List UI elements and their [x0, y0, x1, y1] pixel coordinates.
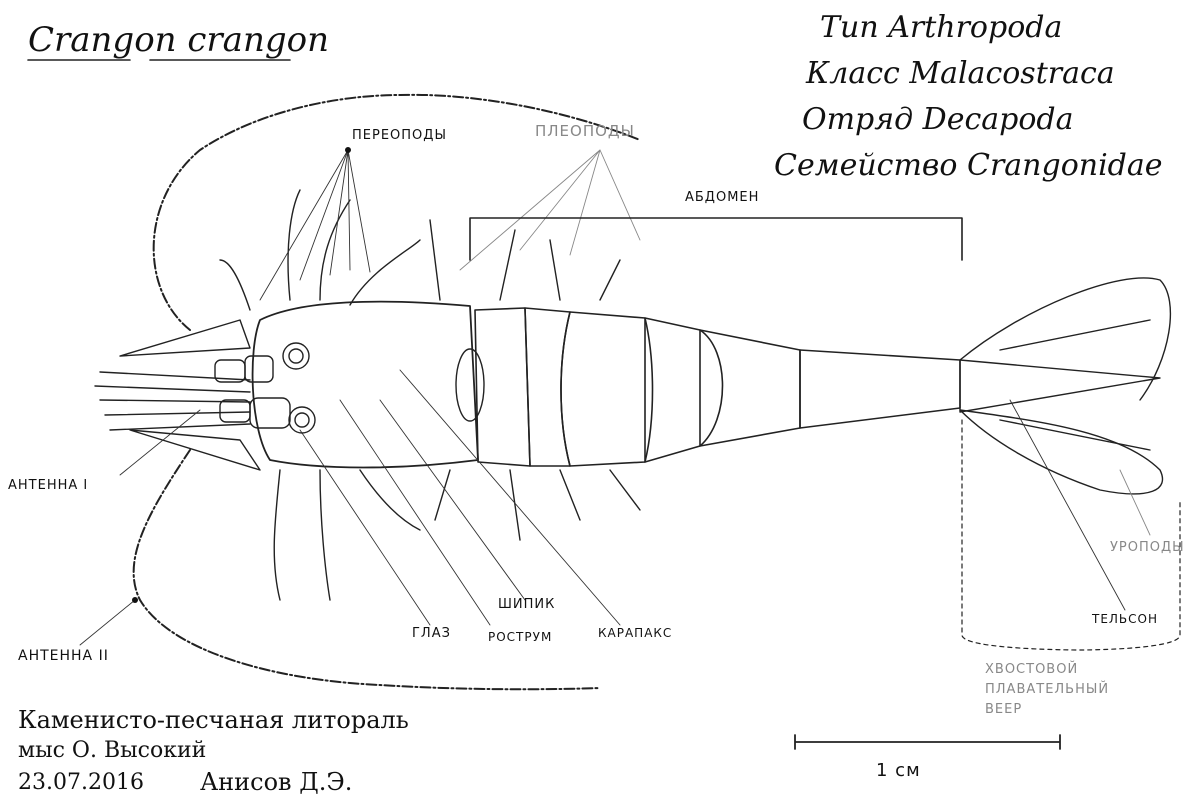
- abdomen-segment-3: [560, 311, 654, 467]
- label-uropods: УРОПОДЫ: [1110, 540, 1185, 555]
- pereopod-upper-4: [349, 239, 421, 306]
- peduncle-lower-2: [249, 397, 291, 429]
- pereopod-lower-1: [273, 469, 281, 601]
- antenna-ii-leader-dot: [132, 597, 138, 603]
- eye-lower: [288, 406, 316, 434]
- abdomen-bracket: [469, 217, 963, 261]
- rostrum-leader: [339, 399, 491, 626]
- label-abdomen: АБДОМЕН: [685, 190, 760, 205]
- taxonomy-row-class: Класс Malacostraca: [806, 56, 1115, 91]
- taxonomy-rank: Тип: [820, 10, 879, 45]
- label-eye: ГЛАЗ: [412, 626, 451, 641]
- pereopod-lower-3: [359, 469, 421, 531]
- abdomen-segment-2: [524, 307, 571, 467]
- uropod-upper: [959, 277, 1172, 401]
- pleopod-upper-4: [599, 259, 621, 301]
- label-spine: ШИПИК: [498, 597, 556, 612]
- carapace: [251, 300, 479, 469]
- label-carapace: КАРАПАКС: [598, 626, 673, 640]
- antenna-ii-upper: [152, 93, 641, 331]
- pereopod-upper-3: [319, 199, 351, 301]
- uropod-lower: [959, 409, 1164, 495]
- antenna-ii-leader: [79, 599, 136, 646]
- label-tailfan-2: ПЛАВАТЕЛЬНЫЙ: [985, 682, 1110, 697]
- abdomen-segment-4: [644, 317, 724, 463]
- label-telson: ТЕЛЬСОН: [1092, 612, 1159, 626]
- taxonomy-row-phylum: Тип Arthropoda: [820, 10, 1062, 45]
- pereopod-leaders: [259, 149, 371, 301]
- taxonomy-rank: Отряд: [802, 102, 914, 137]
- author-text: Анисов Д.Э.: [200, 768, 353, 796]
- peduncle-lower-1: [219, 399, 251, 423]
- taxonomy-rank: Семейство: [774, 148, 958, 183]
- pereopod-lower-2: [319, 469, 331, 601]
- pleopod-upper-1: [429, 219, 441, 301]
- label-pleopods: ПЛЕОПОДЫ: [535, 122, 635, 140]
- carapace-groove: [455, 348, 485, 422]
- peduncle-upper-2: [244, 355, 274, 383]
- antenna-i-leader: [119, 409, 201, 476]
- scale-label: 1 см: [876, 760, 921, 781]
- antennal-scale-lower: [129, 429, 261, 471]
- scale-bar: [794, 734, 1061, 750]
- abdomen-segment-6: [799, 349, 961, 429]
- telson: [959, 359, 1161, 413]
- location-text: мыс О. Высокий: [18, 738, 207, 763]
- taxonomy-name: Malacostraca: [909, 56, 1115, 91]
- date-text: 23.07.2016: [18, 770, 144, 795]
- uropod-leader: [1119, 469, 1151, 536]
- species-title: Crangon crangon: [28, 20, 329, 60]
- abdomen-segment-1: [474, 307, 531, 467]
- pleopod-lower-2: [509, 469, 521, 541]
- taxonomy-rank: Класс: [806, 56, 900, 91]
- label-tailfan-3: ВЕЕР: [985, 702, 1023, 717]
- pleopod-leaders: [459, 149, 641, 271]
- taxonomy-row-family: Семейство Crangonidae: [774, 148, 1163, 183]
- habitat-text: Каменисто-песчаная литораль: [18, 706, 409, 734]
- label-rostrum: РОСТРУМ: [488, 630, 553, 644]
- label-tailfan-1: ХВОСТОВОЙ: [985, 662, 1079, 677]
- pleopod-upper-2: [499, 229, 516, 301]
- antenna-ii-lower: [132, 449, 601, 691]
- spine-leader: [379, 399, 526, 601]
- label-antenna-i: АНТЕННА I: [8, 478, 89, 493]
- label-pereopods: ПЕРЕОПОДЫ: [352, 128, 447, 143]
- antenna-i-flagella: [94, 371, 251, 431]
- pleopod-upper-3: [549, 239, 561, 301]
- carapace-leader: [399, 369, 621, 626]
- eye-leader: [299, 429, 431, 626]
- pleopod-lower-3: [559, 469, 581, 521]
- taxonomy-name: Crangonidae: [966, 148, 1163, 183]
- pleopod-lower-1: [434, 469, 451, 521]
- label-antenna-ii: АНТЕННА II: [18, 648, 109, 664]
- taxonomy-row-order: Отряд Decapoda: [802, 102, 1074, 137]
- pereopod-upper-1: [219, 259, 251, 311]
- taxonomy-name: Arthropoda: [888, 10, 1063, 45]
- tailfan-bracket: [961, 419, 1181, 651]
- pereopod-leader-dot: [345, 147, 351, 153]
- taxonomy-name: Decapoda: [922, 102, 1074, 137]
- pleopod-lower-4: [609, 469, 641, 511]
- pereopod-upper-2: [287, 189, 301, 301]
- antennal-scale-upper: [119, 319, 251, 357]
- eye-upper: [282, 342, 310, 370]
- telson-leader: [1009, 399, 1126, 611]
